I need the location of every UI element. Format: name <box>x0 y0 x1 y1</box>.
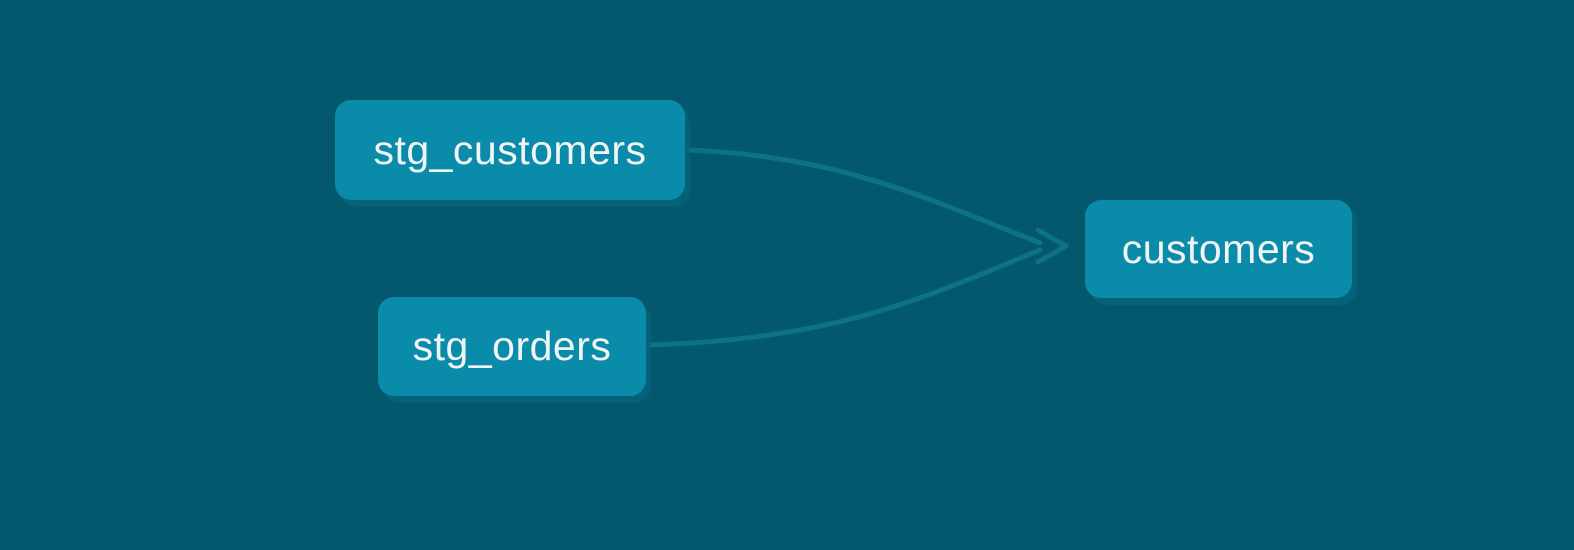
edge-stg-orders-to-customers <box>644 247 1043 348</box>
node-customers-label: customers <box>1121 225 1316 272</box>
node-stg-orders-label: stg_orders <box>412 323 612 369</box>
arrowhead-icon <box>1035 227 1069 265</box>
edge-stg-customers-to-customers <box>682 147 1043 246</box>
node-customers[interactable]: customers <box>1085 200 1352 298</box>
node-stg-customers[interactable]: stg_customers <box>335 100 685 200</box>
node-stg-customers-label: stg_customers <box>373 126 647 173</box>
node-stg-orders[interactable]: stg_orders <box>378 297 646 396</box>
